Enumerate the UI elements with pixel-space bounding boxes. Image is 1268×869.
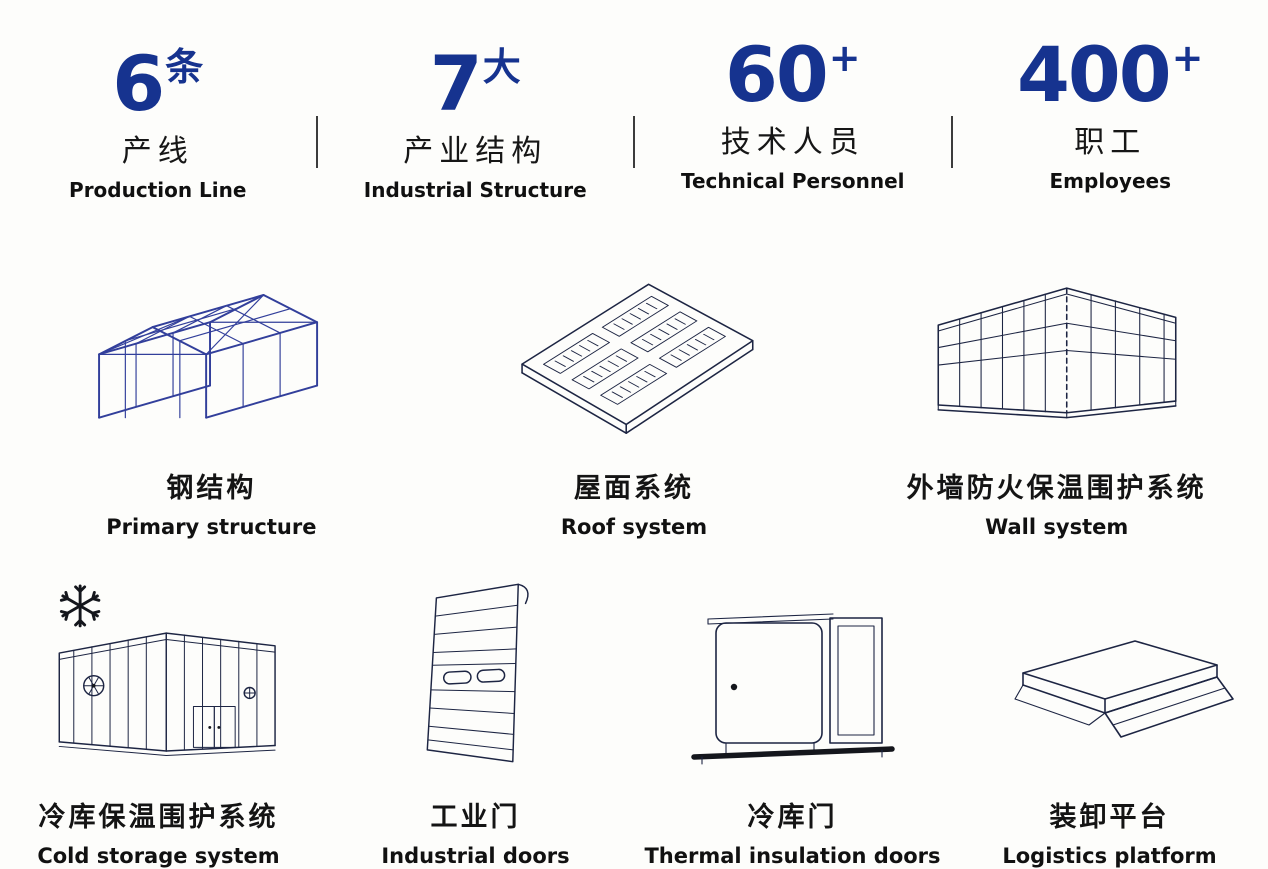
product-label-en: Industrial doors bbox=[381, 844, 570, 868]
stat-suffix: + bbox=[1171, 36, 1204, 80]
fan-icon bbox=[82, 674, 104, 697]
stats-divider bbox=[315, 116, 318, 168]
product-label-en: Wall system bbox=[985, 515, 1129, 539]
stat-label-en: Technical Personnel bbox=[680, 169, 905, 193]
stat-label-zh: 职工 bbox=[1074, 125, 1147, 160]
cold-storage-icon bbox=[58, 584, 276, 757]
stat-number-wrap: 60+ bbox=[635, 36, 951, 113]
product-card-roof-system: 屋面系统 Roof system bbox=[423, 254, 846, 539]
stat-number-wrap: 6条 bbox=[0, 36, 316, 122]
snowflake-icon bbox=[59, 584, 100, 628]
product-label-zh: 外墙防火保温围护系统 bbox=[906, 473, 1207, 504]
products-grid-top: 钢结构 Primary structure bbox=[0, 254, 1268, 539]
steel-structure-icon bbox=[98, 294, 319, 419]
product-label-zh: 工业门 bbox=[430, 802, 521, 833]
roof-system-icon bbox=[521, 283, 754, 434]
product-card-dock-platform: 装卸平台 Logistics platform bbox=[951, 575, 1268, 868]
double-door-icon bbox=[192, 706, 236, 748]
product-label-zh: 冷库保温围护系统 bbox=[38, 802, 279, 833]
stat-number: 7 bbox=[429, 39, 483, 128]
stat-label-en: Industrial Structure bbox=[363, 178, 587, 202]
stat-industrial-structure: 7大 产业结构 Industrial Structure bbox=[318, 36, 634, 202]
stat-label-zh: 技术人员 bbox=[720, 125, 865, 160]
stats-divider bbox=[633, 116, 635, 168]
product-illustration-wrap bbox=[65, 254, 357, 442]
stat-label-zh: 产线 bbox=[121, 134, 194, 169]
product-card-cold-storage: 冷库保温围护系统 Cold storage system bbox=[0, 575, 317, 868]
stat-label-zh: 产业结构 bbox=[403, 134, 548, 169]
stat-suffix: + bbox=[828, 36, 861, 80]
product-illustration-wrap bbox=[985, 575, 1235, 771]
industrial-door-icon bbox=[426, 583, 529, 763]
product-card-wall-system: 外墙防火保温围护系统 Wall system bbox=[845, 254, 1268, 539]
stat-employees: 400+ 职工 Employees bbox=[953, 36, 1268, 193]
stat-production-line: 6条 产线 Production Line bbox=[0, 36, 316, 202]
product-label-zh: 装卸平台 bbox=[1049, 802, 1170, 833]
stat-suffix: 条 bbox=[165, 45, 204, 89]
product-label-en: Roof system bbox=[560, 515, 708, 539]
product-illustration-wrap bbox=[23, 575, 295, 771]
stats-divider bbox=[950, 116, 953, 168]
cold-storage-door-icon bbox=[690, 613, 895, 765]
stat-number-wrap: 7大 bbox=[318, 36, 634, 122]
dock-platform-icon bbox=[1013, 640, 1234, 738]
product-label-zh: 冷库门 bbox=[747, 802, 838, 833]
stat-suffix: 大 bbox=[482, 45, 521, 89]
product-illustration-wrap bbox=[678, 575, 908, 771]
product-card-cold-storage-door: 冷库门 Thermal insulation doors bbox=[634, 575, 951, 868]
product-label-zh: 屋面系统 bbox=[574, 473, 694, 504]
stat-label-en: Production Line bbox=[69, 178, 247, 202]
stat-technical-personnel: 60+ 技术人员 Technical Personnel bbox=[635, 36, 951, 193]
product-label-en: Thermal insulation doors bbox=[644, 844, 941, 868]
stats-section: 6条 产线 Production Line 7大 产业结构 Industrial… bbox=[0, 0, 1268, 202]
wall-system-icon bbox=[937, 287, 1177, 419]
stat-number: 400 bbox=[1017, 30, 1172, 119]
product-card-industrial-door: 工业门 Industrial doors bbox=[317, 575, 634, 868]
product-illustration-wrap bbox=[380, 575, 571, 771]
product-label-en: Cold storage system bbox=[37, 844, 280, 868]
stat-number: 6 bbox=[112, 39, 165, 128]
stat-label-en: Employees bbox=[1049, 169, 1171, 193]
products-grid-bottom: 冷库保温围护系统 Cold storage system bbox=[0, 575, 1268, 868]
product-label-en: Primary structure bbox=[106, 515, 317, 539]
product-illustration-wrap bbox=[488, 254, 780, 442]
product-label-en: Logistics platform bbox=[1002, 844, 1217, 868]
product-card-primary-structure: 钢结构 Primary structure bbox=[0, 254, 423, 539]
stat-number: 60 bbox=[724, 30, 829, 119]
product-illustration-wrap bbox=[911, 254, 1203, 442]
vent-icon bbox=[243, 686, 256, 700]
stat-number-wrap: 400+ bbox=[953, 36, 1268, 113]
product-label-zh: 钢结构 bbox=[166, 473, 257, 504]
